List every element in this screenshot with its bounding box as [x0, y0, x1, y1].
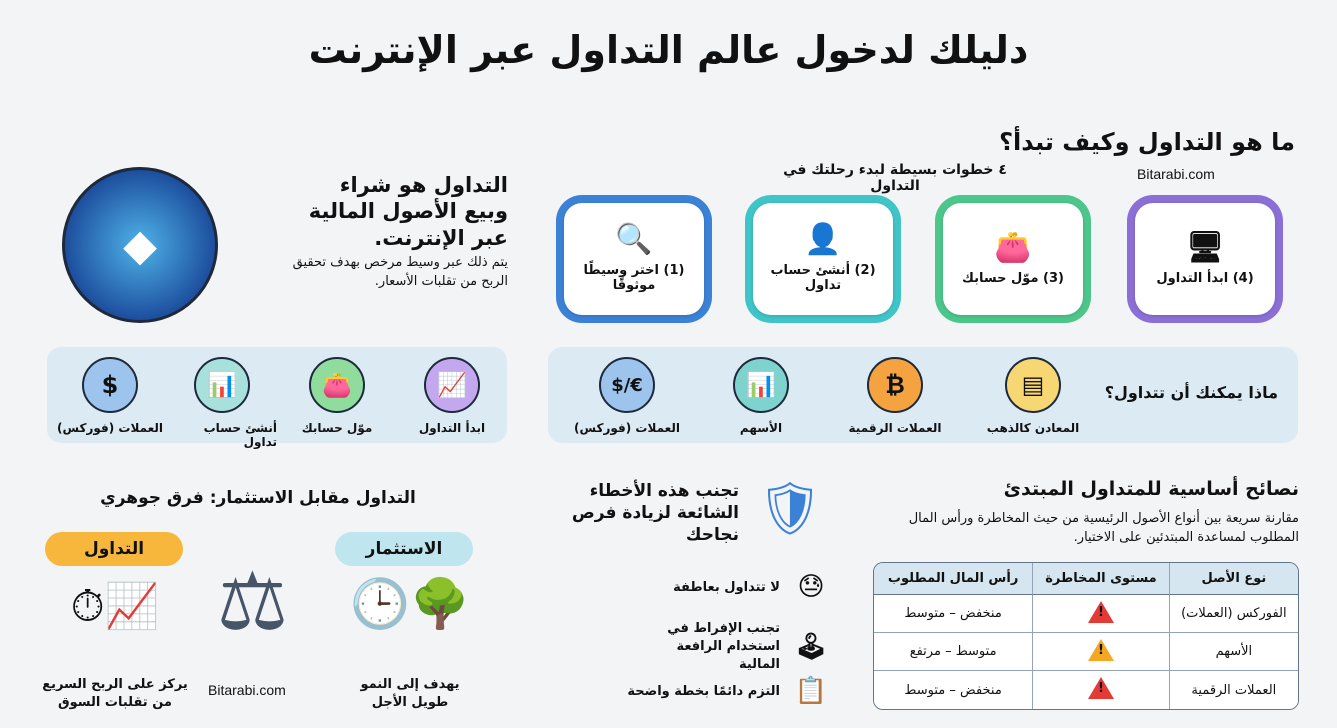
monitor-chart-icon: 🖥 [1185, 229, 1225, 265]
col-header: مستوى المخاطرة [1032, 563, 1169, 595]
bank-search-icon: 🔍 [615, 222, 653, 257]
table-row: الفوركس (العملات)منخفض – متوسط [874, 595, 1298, 633]
what-to-trade-title: ماذا يمكنك أن تتداول؟ [1104, 383, 1278, 402]
wallet-icon: 👛 [309, 357, 365, 413]
medium-risk-warning-icon [1087, 638, 1114, 661]
mistake-item: التزم دائمًا بخطة واضحة [627, 683, 780, 699]
high-risk-warning-icon [1087, 600, 1114, 623]
mistake-item: لا تتداول بعاطفة [673, 579, 780, 595]
steps-subtitle: ٤ خطوات بسيطة لبدء رحلتك في التداول [783, 162, 1007, 194]
step-1: 🔍 (1) اختر وسيطًا موثوقًا [556, 195, 712, 323]
checklist-icon: 📋 [794, 676, 828, 706]
high-risk-warning-icon [1087, 677, 1114, 699]
item-label: الأسهم [739, 421, 783, 435]
monitor-chart-icon: 📈 [424, 357, 480, 413]
tips-subtitle: مقارنة سريعة بين أنواع الأصول الرئيسية م… [908, 511, 1299, 545]
shield-check-icon: 🛡 [756, 479, 823, 539]
section-title-how-to-start: ما هو التداول وكيف تبدأ؟ [999, 128, 1295, 156]
step-label: (3) موّل حسابك [962, 270, 1064, 286]
step-2: 👤 (2) أنشئ حساب تداول [745, 195, 901, 323]
item-label: العملات الرقمية [848, 421, 942, 435]
table-row: الأسهممتوسط – مرتفع [874, 633, 1298, 671]
growth-chart-icon: 📊 [194, 357, 250, 413]
item-label: موّل حسابك [301, 421, 373, 435]
add-user-icon: 👤 [804, 222, 842, 257]
item-label: ابدأ التداول [418, 421, 486, 435]
step-label: (4) ابدأ التداول [1156, 270, 1254, 286]
item-label: العملات (فوركس) [574, 421, 680, 435]
euro-dollar-icon: €/$ [599, 357, 655, 413]
item-label: العملات (فوركس) [57, 421, 163, 435]
sad-face-icon: 😓 [797, 572, 825, 602]
step-label: (2) أنشئ حساب تداول [770, 263, 876, 293]
step-4: 🖥 (4) ابدأ التداول [1127, 195, 1283, 323]
investment-label: الاستثمار [335, 532, 473, 566]
item-label: أنشئ حساب تداول [203, 421, 277, 449]
intro-heading: التداول هو شراء وبيع الأصول المالية عبر … [308, 173, 508, 250]
intro-text: يتم ذلك عبر وسيط مرخص بهدف تحقيق الربح م… [292, 254, 508, 290]
investment-text: يهدف إلى النمو طويل الأجل [360, 677, 460, 710]
clock-tree-illustration: 🕒🌳 [350, 576, 470, 632]
page-title: دليلك لدخول عالم التداول عبر الإنترنت [308, 28, 1029, 72]
hands-crypto-illustration: ◆ [62, 167, 218, 323]
stopwatch-chart-illustration: ⏱📈 [70, 581, 160, 632]
stocks-chart-icon: 📊 [733, 357, 789, 413]
trading-text: يركز على الربح السريع من تقلبات السوق [42, 677, 188, 710]
bitcoin-icon: ₿ [867, 357, 923, 413]
trading-label: التداول [45, 532, 183, 566]
scale-balance-icon: ⚖ [216, 555, 289, 648]
step-3: 👛 (3) موّل حسابك [935, 195, 1091, 323]
what-to-trade-panel: ماذا يمكنك أن تتداول؟ ▤ المعادن كالذهب ₿ ا… [548, 347, 1298, 443]
tips-title: نصائح أساسية للمتداول المبتدئ [1003, 478, 1299, 500]
col-header: نوع الأصل [1168, 563, 1298, 595]
steps-panel: 📈 ابدأ التداول 👛 موّل حسابك 📊 أنشئ حساب تدا… [47, 347, 507, 449]
col-header: رأس المال المطلوب [874, 563, 1033, 595]
coins-icon: $ [82, 357, 138, 413]
wallet-icon: 👛 [994, 229, 1032, 265]
table-row: العملات الرقميةمنخفض – متوسط [874, 671, 1298, 709]
mistakes-title: تجنب هذه الأخطاء الشائعة لزيادة فرص نجاح… [571, 481, 739, 546]
gold-bars-icon: ▤ [1005, 357, 1061, 413]
lever-icon: 🕹 [794, 632, 828, 663]
comparison-title: التداول مقابل الاستثمار: فرق جوهري [100, 488, 416, 508]
mistake-item: تجنب الإفراط في استخدام الرافعة المالية [667, 621, 780, 673]
step-label: (1) اختر وسيطًا موثوقًا [583, 263, 685, 293]
item-label: المعادن كالذهب [986, 421, 1080, 435]
watermark: Bitarabi.com [208, 682, 286, 698]
watermark: Bitarabi.com [1137, 166, 1215, 182]
